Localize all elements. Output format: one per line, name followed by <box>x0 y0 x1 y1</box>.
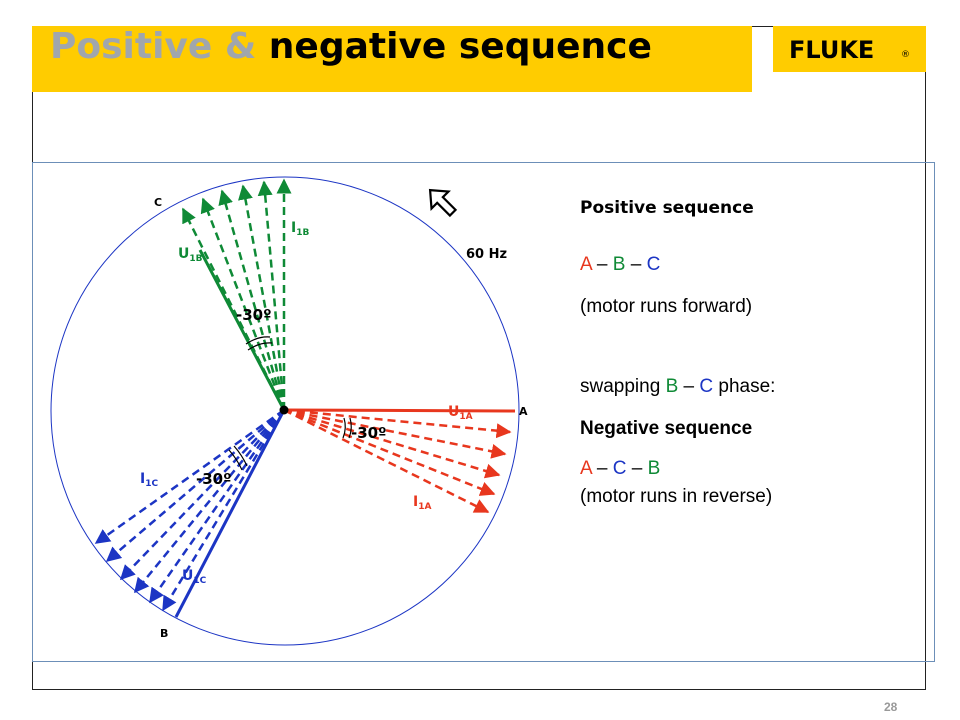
label-b: B <box>160 627 168 640</box>
fluke-logo-mark: FLUKE ® <box>789 36 910 64</box>
angle-label-a: -30º <box>351 424 387 442</box>
current-i1b-vector <box>200 197 286 411</box>
negative-sequence-heading: Negative sequence <box>580 418 753 439</box>
reference-circle <box>50 176 520 646</box>
frequency-label: 60 Hz <box>466 247 507 262</box>
origin-point <box>279 405 289 415</box>
forward-note: (motor runs forward) <box>580 296 753 317</box>
current-i1b-vector <box>181 207 286 411</box>
current-i1a-vector <box>283 408 507 459</box>
angle-arc-a <box>348 417 352 439</box>
current-i1b-vector <box>218 189 286 411</box>
label-u1b: U1B <box>178 246 203 264</box>
phase-a-vectors <box>283 408 516 514</box>
angle-arc-b <box>247 342 273 351</box>
label-i1c: I1C <box>140 471 158 489</box>
title-bar <box>32 26 752 92</box>
current-i1a-vector <box>283 408 496 496</box>
arrow-up-left-icon <box>428 188 458 218</box>
page-number: 28 <box>884 700 898 714</box>
current-i1c-vector <box>119 409 285 581</box>
title-negative: negative sequence <box>256 26 652 67</box>
content-frame <box>32 162 935 662</box>
label-c: C <box>154 196 162 209</box>
label-i1b: I1B <box>291 220 309 238</box>
current-i1c-vector <box>134 409 285 594</box>
swap-note: swapping B – C phase: <box>580 376 776 397</box>
angle-arc-a <box>342 417 346 439</box>
logo-registered: ® <box>901 50 910 60</box>
title-positive: Positive & <box>50 26 257 67</box>
current-i1c-vector <box>148 409 286 604</box>
angle-label-b: -30º <box>236 306 272 324</box>
phase-b-vectors <box>181 178 292 411</box>
phase-c-vectors <box>94 408 286 618</box>
angle-arc-c <box>233 445 248 467</box>
voltage-u1a-vector <box>283 408 516 413</box>
reverse-note: (motor runs in reverse) <box>580 486 773 507</box>
current-i1a-vector <box>283 408 512 439</box>
angle-label-c: -30º <box>196 470 232 488</box>
label-a: A <box>519 405 528 418</box>
current-i1a-vector <box>283 408 501 479</box>
positive-sequence-heading: Positive sequence <box>580 198 754 218</box>
logo-text: FLUKE <box>789 36 874 64</box>
fluke-logo: FLUKE ® <box>773 26 926 72</box>
positive-sequence-order: A – B – C <box>580 254 661 275</box>
label-u1a: U1A <box>448 404 473 422</box>
current-i1b-vector <box>238 184 286 411</box>
angle-arc-b <box>245 336 271 345</box>
label-u1c: U1C <box>182 568 207 586</box>
negative-sequence-order: A – C – B <box>580 458 661 479</box>
label-i1a: I1A <box>413 494 431 512</box>
voltage-u1c-vector <box>174 409 286 618</box>
page-title: Positive & negative sequence <box>50 24 652 70</box>
angle-arc-c <box>228 449 243 471</box>
